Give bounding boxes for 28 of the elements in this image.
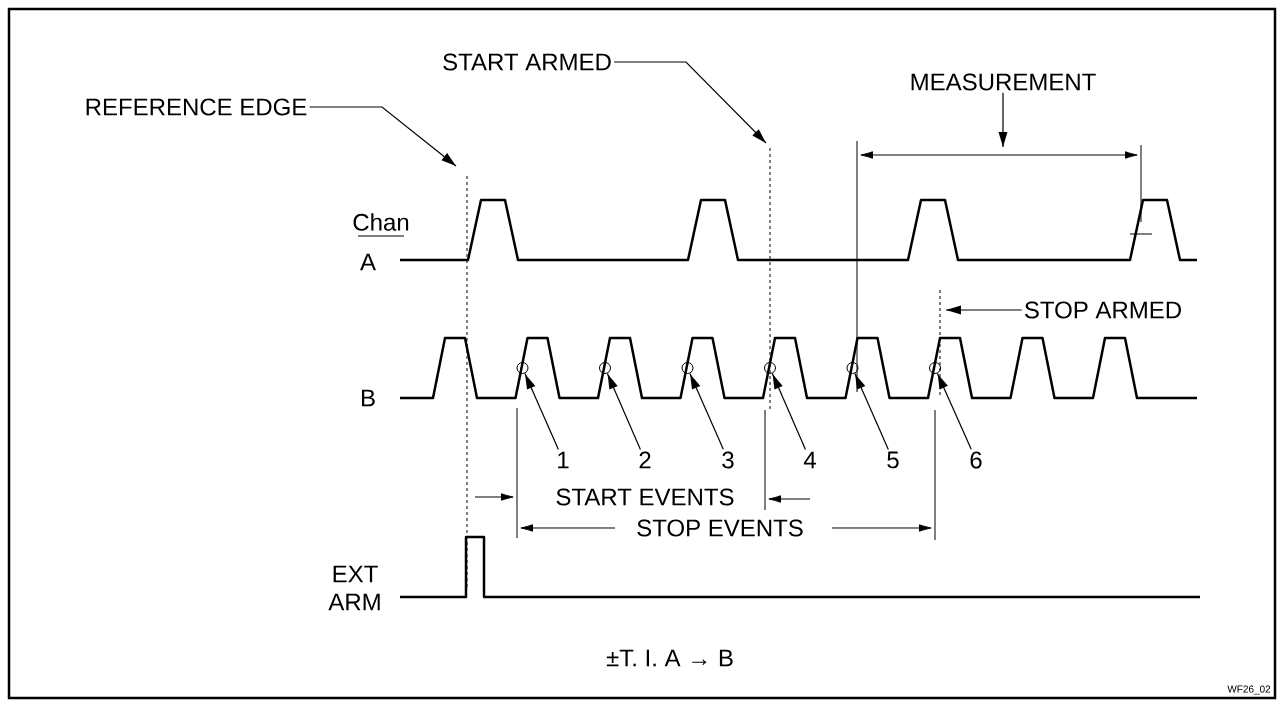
callout-label: STOP ARMED (1024, 301, 1181, 319)
leader-line (308, 106, 457, 167)
arrow (854, 372, 889, 451)
leader-line (613, 61, 767, 144)
callout-number: 3 (722, 451, 734, 469)
callout-number: 4 (803, 451, 816, 469)
callout-number: 2 (639, 451, 651, 469)
callout-label: START ARMED (443, 53, 611, 71)
arrow (945, 305, 1023, 315)
signal-label: EXT ARM (328, 565, 380, 611)
callout-number: 1 (558, 451, 569, 469)
callout-number: 5 (887, 451, 899, 469)
arrow (998, 92, 1008, 148)
arrow (771, 372, 807, 451)
signal-label: B (362, 389, 375, 407)
callout-label: MEASUREMENT (911, 73, 1096, 91)
signal-label: A (360, 253, 376, 271)
figure-id: WF26_02 (1227, 685, 1271, 695)
mode-label: ±T. I. A → B (606, 649, 733, 667)
arrow (689, 372, 724, 450)
callout-label: REFERENCE EDGE (86, 98, 307, 116)
dimension-label: STOP EVENTS (635, 518, 805, 538)
dimension-label: START EVENTS (554, 487, 736, 507)
arrow (936, 372, 972, 450)
callout-number: 6 (970, 451, 982, 469)
signal-label: Chan (353, 213, 409, 231)
arrow (524, 372, 559, 451)
arrow (606, 372, 641, 451)
